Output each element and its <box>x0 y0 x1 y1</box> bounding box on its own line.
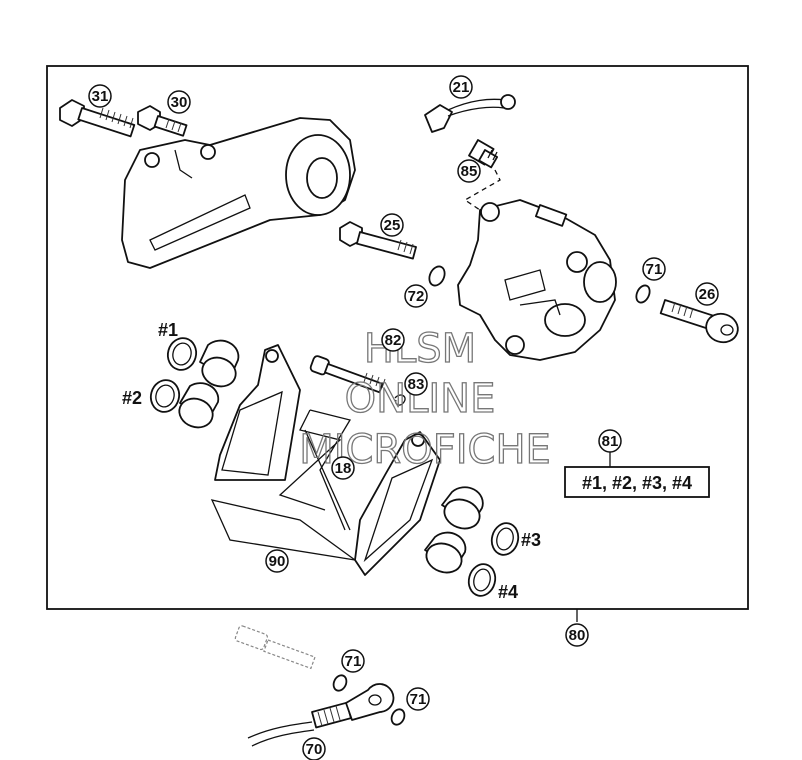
kit-label: #1, #2, #3, #4 <box>582 473 692 493</box>
svg-text:71: 71 <box>646 261 663 278</box>
piston-upper <box>199 339 240 388</box>
callout-71-middle: 71 <box>341 649 365 673</box>
bolt-30 <box>137 105 188 137</box>
svg-text:21: 21 <box>453 79 470 96</box>
callout-80: 80 <box>565 623 589 647</box>
caliper-bracket <box>121 117 356 269</box>
bolt-31 <box>59 99 136 138</box>
pad-spring-18 <box>278 409 352 531</box>
seal-1 <box>166 337 198 371</box>
svg-text:30: 30 <box>171 94 188 111</box>
o-ring-71-lower <box>390 708 406 726</box>
svg-text:83: 83 <box>408 376 425 393</box>
callout-85: 85 <box>457 159 481 183</box>
ref-label-4: #4 <box>498 582 518 602</box>
svg-text:31: 31 <box>92 88 109 105</box>
brake-pad-outer <box>354 431 441 576</box>
callout-82: 82 <box>381 328 405 352</box>
svg-text:26: 26 <box>699 286 716 303</box>
piston-lower <box>178 382 220 429</box>
svg-text:71: 71 <box>410 691 427 708</box>
seal-3-inner <box>496 527 514 551</box>
ref-label-1: #1 <box>158 320 178 340</box>
piston-3 <box>441 486 484 530</box>
callout-18: 18 <box>331 456 355 480</box>
callout-81: 81 <box>598 429 622 453</box>
callout-72: 72 <box>404 284 428 308</box>
seal-4 <box>467 563 497 597</box>
seal-2-inner <box>155 384 175 408</box>
svg-text:25: 25 <box>384 217 401 234</box>
bleeder-valve-85 <box>468 139 499 169</box>
caliper-body <box>457 199 617 361</box>
pin-bolt-26 <box>659 299 739 344</box>
callout-90: 90 <box>265 549 289 573</box>
o-ring-71-upper <box>635 284 651 304</box>
callout-31: 31 <box>88 84 112 108</box>
pad-backing-90 <box>210 499 356 561</box>
brake-pad-inner <box>214 344 301 481</box>
callout-70: 70 <box>302 737 326 760</box>
seal-4-inner <box>473 568 491 592</box>
callout-71-upper: 71 <box>642 257 666 281</box>
seal-1-inner <box>172 342 192 366</box>
svg-text:81: 81 <box>602 433 619 450</box>
callout-26: 26 <box>695 282 719 306</box>
svg-text:80: 80 <box>569 627 586 644</box>
o-ring-72 <box>428 265 446 287</box>
svg-text:18: 18 <box>335 460 352 477</box>
svg-text:72: 72 <box>408 288 425 305</box>
svg-text:82: 82 <box>385 332 402 349</box>
pad-pin-82 <box>309 355 386 394</box>
piston-4 <box>424 531 467 574</box>
ref-label-3: #3 <box>521 530 541 550</box>
callout-21: 21 <box>449 75 473 99</box>
banjo-bolt-ghost <box>234 625 316 670</box>
callout-30: 30 <box>167 90 191 114</box>
svg-text:90: 90 <box>269 553 286 570</box>
brake-hose-70 <box>247 683 395 747</box>
callout-71-lower: 71 <box>406 687 430 711</box>
dashed-leader-85 <box>463 169 501 211</box>
callout-25: 25 <box>380 213 404 237</box>
callout-83: 83 <box>404 372 428 396</box>
clip-83 <box>394 394 406 406</box>
pin-bolt-25 <box>339 221 417 260</box>
seal-2 <box>149 379 181 413</box>
kit-label-box: #1, #2, #3, #4 <box>564 466 710 498</box>
o-ring-71-middle <box>332 674 348 692</box>
bleeder-cap-21 <box>424 94 516 133</box>
ref-label-2: #2 <box>122 388 142 408</box>
svg-text:70: 70 <box>306 741 323 758</box>
assembly-frame <box>46 65 749 610</box>
seal-3 <box>490 522 520 556</box>
watermark-line-1: HLSM <box>364 326 476 372</box>
svg-text:85: 85 <box>461 163 478 180</box>
svg-text:71: 71 <box>345 653 362 670</box>
